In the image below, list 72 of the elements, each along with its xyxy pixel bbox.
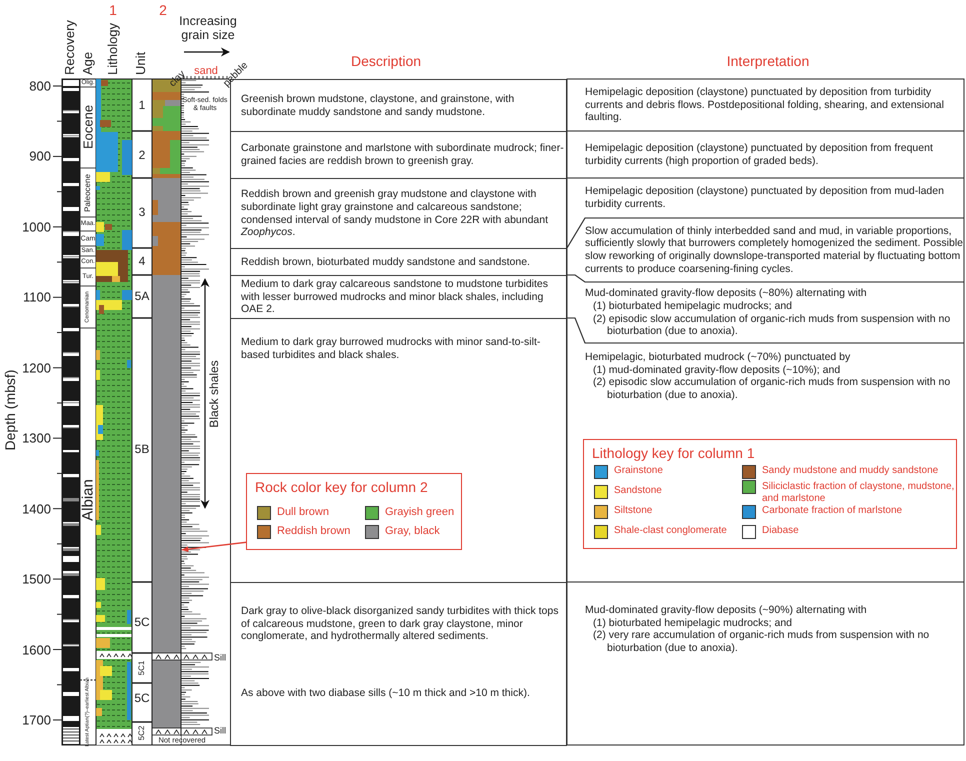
unit-label: 5C <box>134 692 150 704</box>
tick-label: 1700 <box>22 714 51 726</box>
age-label: Eocene <box>82 104 94 150</box>
interpretation-text: Hemipelagic deposition (claystone) punctuated by deposition from frequent turbidity currents (high proportion of graded beds). <box>585 142 934 168</box>
description-text: Reddish brown, bioturbated muddy sandstone and sandstone. <box>241 256 531 268</box>
description-text: Reddish brown and greenish gray mudstone and claystone with subordinate light gray grainstone and calcareous sandstone; condensed interval of sandy mudstone in Core 22R with abundant Zoophycos. <box>241 188 550 239</box>
interpretation-text: Hemipelagic deposition (claystone) punctuated by deposition from turbidity currents and debris flows. Postdepositional folding, shearing, and extensional faulting. <box>585 86 945 124</box>
legend-text: Sandstone <box>614 486 662 496</box>
unit-label: 5B <box>134 443 150 455</box>
legend-text: Gray, black <box>385 526 440 537</box>
description-text: As above with two diabase sills (~10 m thick and >10 m thick). <box>241 686 531 700</box>
interpretation-text: Mud-dominated gravity-flow deposits (~90%) alternating with <box>585 604 868 617</box>
age-label: Paleocene <box>84 174 92 212</box>
list-item: (1) bioturbated hemipelagic mudrocks; and <box>592 300 794 312</box>
tick-label: 800 <box>29 80 51 92</box>
column-header: Lithology <box>106 22 119 75</box>
tick-label: 1200 <box>22 361 51 374</box>
description-text: Carbonate grainstone and marlstone with subordinate mudrock; finer-grained facies are reddish brown to greenish gray. <box>241 142 565 168</box>
tick-label: 1300 <box>22 432 51 445</box>
legend-title: Rock color key for column 2 <box>255 480 428 494</box>
axis-title: Increasing grain size <box>178 14 238 43</box>
column-header: Unit <box>134 52 147 75</box>
unit-label: 5C1 <box>138 660 146 676</box>
axis-label: sand <box>194 66 218 77</box>
legend-text: Reddish brown <box>277 526 350 537</box>
interpretation-text: Slow accumulation of thinly interbedded sand and mud, in variable proportions, sufficiently slowly that burrowers completely homogenized the sediment. Possible slow reworking of originally downslope-transported material by fluctuating bottom currents to produce coarsening-fining cycles. <box>585 224 963 276</box>
tick-label: 900 <box>29 150 51 163</box>
interpretation-text: Mud-dominated gravity-flow deposits (~80%) alternating with <box>585 287 868 300</box>
list-item: (1) bioturbated hemipelagic mudrocks; and <box>592 616 794 630</box>
unit-label: 5A <box>134 290 150 302</box>
unit-label: 2 <box>138 149 146 161</box>
list-item: (2) episodic slow accumulation of organic-rich muds from suspension with no bioturbation (due to anoxia). <box>592 312 952 338</box>
legend-text: Diabase <box>762 526 799 536</box>
list-item: (2) episodic slow accumulation of organic-rich muds from suspension with no bioturbation (due to anoxia). <box>592 376 952 402</box>
legend-text: Sandy mudstone and muddy sandstone <box>762 466 938 476</box>
description-text: Greenish brown mudstone, claystone, and grainstone, with subordinate muddy sandstone and sandy mudstone. <box>241 92 516 118</box>
column-number: 1 <box>109 3 117 17</box>
unit-label: 1 <box>138 99 146 111</box>
tick-label: 1000 <box>22 220 51 234</box>
legend-text: Carbonate fraction of marlstone <box>762 506 902 516</box>
unit-label: 5C2 <box>138 726 146 740</box>
list-item: (1) mud-dominated gravity-flow deposits (~10%); and <box>592 364 842 376</box>
annotation: Sill <box>214 654 226 662</box>
age-label: Albian <box>80 479 96 521</box>
axis-title: Depth (mbsf) <box>3 370 17 450</box>
tick-label: 1600 <box>22 643 51 656</box>
legend-title: Lithology key for column 1 <box>592 446 755 460</box>
legend-text: Siliciclastic fraction of claystone, mudstone, and marlstone <box>762 481 956 504</box>
unit-label: 4 <box>138 255 146 267</box>
column-header: Interpretation <box>726 54 810 68</box>
description-text: Medium to dark gray burrowed mudrocks with minor sand-to-silt-based turbidites and black shales. <box>241 336 542 362</box>
interpretation-text: Hemipelagic, bioturbated mudrock (~70%) punctuated by <box>585 351 852 364</box>
interpretation-text: Hemipelagic deposition (claystone) punctuated by deposition from mud-laden turbidity currents. <box>585 185 945 211</box>
unit-label: 3 <box>138 206 146 218</box>
legend-text: Grainstone <box>614 466 663 476</box>
tick-label: 1500 <box>22 572 51 586</box>
column-header: Description <box>350 54 422 68</box>
list-item: (2) very rare accumulation of organic-rich muds from suspension with no bioturbation (due to anoxia). <box>592 629 930 654</box>
legend-text: Dull brown <box>277 507 329 518</box>
legend-text: Shale-clast conglomerate <box>614 526 727 536</box>
column-header: Recovery <box>63 20 76 75</box>
annotation: Sill <box>214 726 226 736</box>
unit-label: 5C <box>134 616 150 628</box>
tick-label: 1400 <box>22 502 51 516</box>
description-text: Medium to dark gray calcareous sandstone to mudstone turbidites with lesser burrowed mudrocks and minor black shales, including OAE 2. <box>241 278 549 316</box>
legend-text: Siltstone <box>614 506 652 516</box>
description-text: Dark gray to olive-black disorganized sandy turbidites with thick tops of calcareous mudstone, green to dark gray claystone, minor conglomerate, and hydrothermally altered sediments. <box>241 605 560 643</box>
legend-text: Grayish green <box>385 507 454 518</box>
column-number: 2 <box>159 3 167 17</box>
annotation: Black shales <box>208 360 220 428</box>
tick-label: 1100 <box>23 290 51 304</box>
column-header: Age <box>81 52 94 75</box>
